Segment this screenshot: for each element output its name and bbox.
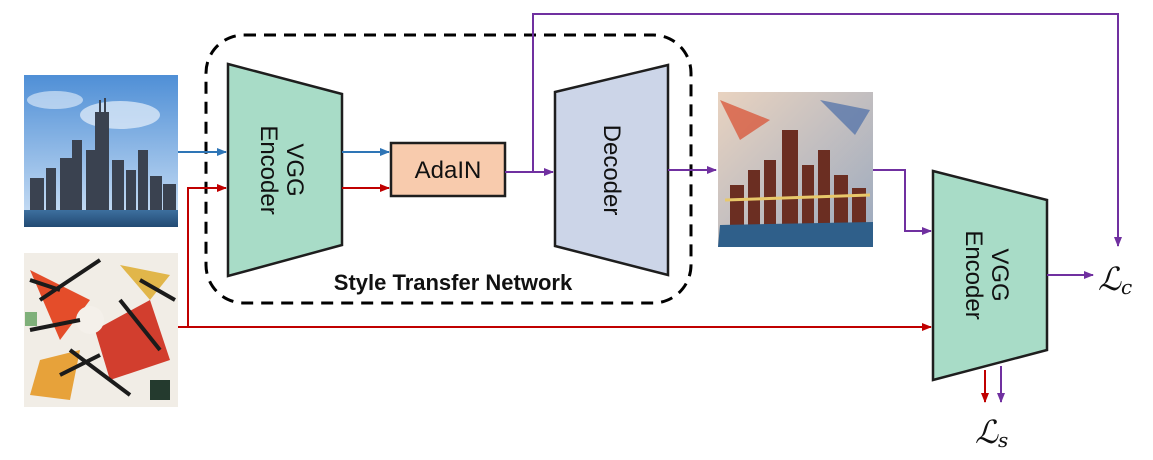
adain-block (389, 141, 507, 198)
loss-encoder-label-line2: Encoder (960, 230, 987, 319)
content-loss-label: ℒc (1098, 260, 1132, 299)
style-image (24, 253, 178, 407)
content-image (24, 75, 178, 227)
adain-target-to-content-loss-arrow (532, 13, 1122, 247)
style-loss-label: ℒs (975, 413, 1008, 452)
encoder-label-line1: VGG (281, 143, 308, 196)
output-to-loss-encoder-arrow (873, 169, 932, 235)
stylized-output-image (718, 92, 873, 247)
vgg-encoder (226, 62, 344, 278)
decoder (553, 63, 670, 277)
network-title: Style Transfer Network (334, 270, 573, 295)
adain-label: AdaIN (415, 157, 482, 184)
style-to-encoder-arrow (187, 184, 227, 327)
decoder-label: Decoder (598, 125, 625, 216)
encoder-label-line2: Encoder (255, 125, 282, 214)
loss-vgg-encoder (931, 169, 1049, 382)
loss-encoder-label-line1: VGG (986, 248, 1013, 301)
